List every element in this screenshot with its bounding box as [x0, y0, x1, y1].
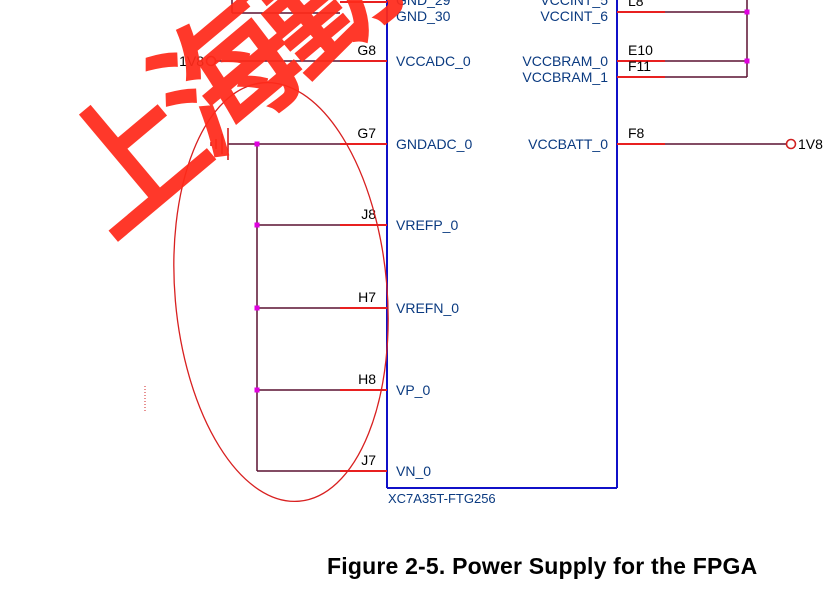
pin-name-left: VREFN_0 [396, 300, 459, 316]
pin-name-right: VCCINT_6 [540, 8, 608, 24]
pin-number-left: G8 [357, 42, 376, 58]
pin-name-right: VCCBATT_0 [528, 136, 608, 152]
junction-dot [254, 222, 260, 228]
pin-number-left: H7 [358, 289, 376, 305]
pin-name-left: VN_0 [396, 463, 431, 479]
pin-name-left: GND_29 [396, 0, 451, 8]
highlight-ellipse [173, 81, 389, 503]
pin-name-right: VCCBRAM_1 [522, 69, 608, 85]
pin-number-left: J7 [361, 452, 376, 468]
power-port-left: 1V8 [179, 53, 217, 69]
pin-number-right: F11 [628, 58, 651, 74]
pin-number-left: J8 [361, 206, 376, 222]
ground-icon [210, 128, 229, 160]
net-label-1v8-left: 1V8 [179, 53, 204, 69]
pin-number-right: F8 [628, 125, 645, 141]
pin-name-left: GNDADC_0 [396, 136, 472, 152]
power-port-icon [205, 55, 217, 67]
right-pin-stubs [617, 11, 665, 145]
left-pin-stubs [340, 1, 387, 472]
pin-name-left: VCCADC_0 [396, 53, 471, 69]
figure-caption: Figure 2-5. Power Supply for the FPGA [327, 553, 758, 579]
pin-number-left: H8 [358, 371, 376, 387]
pin-name-right: VCCINT_5 [540, 0, 608, 8]
pin-number-right: E10 [628, 42, 653, 58]
net-label-1v8-right: 1V8 [798, 136, 823, 152]
part-number-label: XC7A35T-FTG256 [388, 491, 496, 506]
pin-name-right: VCCBRAM_0 [522, 53, 608, 69]
power-port-icon [785, 138, 797, 150]
junctions [254, 9, 750, 393]
pin-labels: A1GND_29GND_30G8VCCADC_0G7GNDADC_0J8VREF… [357, 0, 653, 479]
junction-dot [254, 387, 260, 393]
junction-dot [254, 141, 260, 147]
junction-dot [744, 58, 750, 64]
fpga-component: XC7A35T-FTG256 [386, 0, 618, 506]
junction-dot [254, 305, 260, 311]
power-port-right: 1V8 [785, 136, 823, 152]
pin-name-left: GND_30 [396, 8, 451, 24]
pin-number-left: G7 [357, 125, 376, 141]
pin-name-left: VREFP_0 [396, 217, 458, 233]
pin-name-left: VP_0 [396, 382, 430, 398]
junction-dot [744, 9, 750, 15]
pin-number-right: L8 [628, 0, 644, 9]
